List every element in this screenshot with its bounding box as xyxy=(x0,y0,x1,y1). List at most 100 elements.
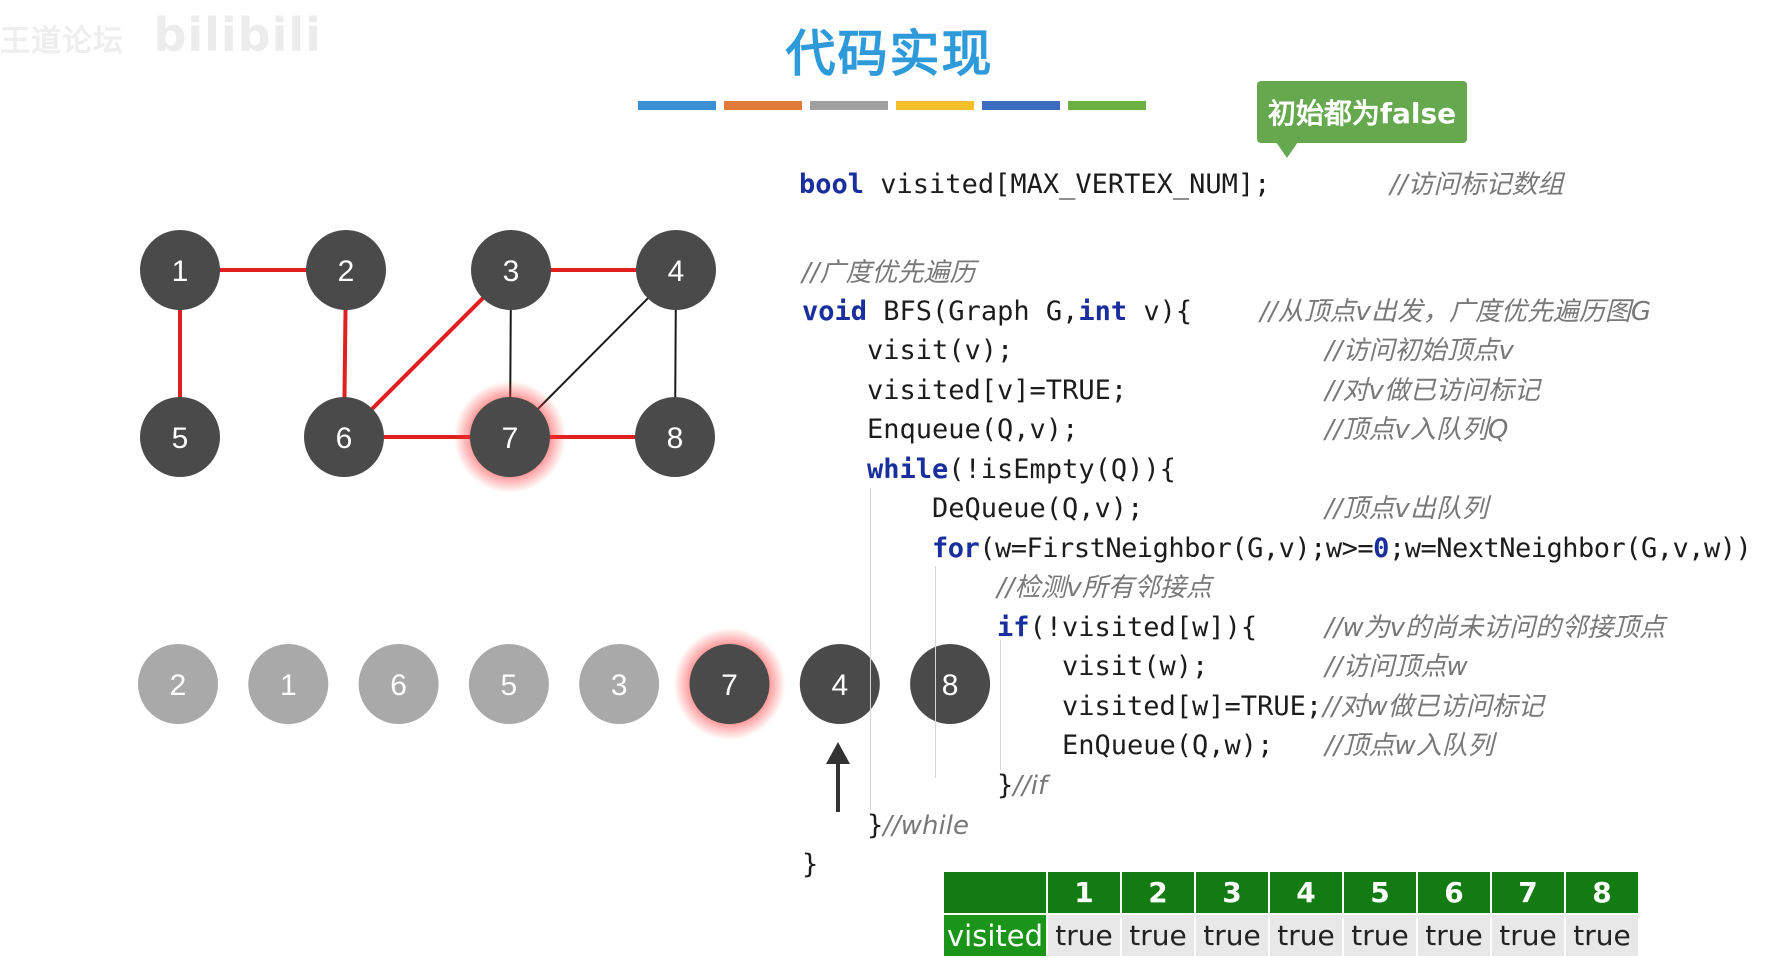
code-comment: //对w做已访问标记 xyxy=(1323,692,1544,722)
visited-index: 6 xyxy=(1416,870,1492,915)
code-line-for: for(w=FirstNeighbor(G,v);w>=0;w=NextNeig… xyxy=(932,531,1752,567)
queue-pointer-arrow-icon xyxy=(826,742,850,812)
node-circle xyxy=(910,644,991,724)
code-line: visit(v); xyxy=(867,335,1014,366)
queue-node: 4 xyxy=(799,644,880,724)
node-circle xyxy=(304,397,384,477)
graph-node: 2 xyxy=(306,230,386,310)
visited-value: true xyxy=(1194,913,1270,958)
visited-index: 5 xyxy=(1342,870,1418,915)
node-circle xyxy=(138,644,218,724)
code-text: (!visited[w]){ xyxy=(1029,612,1258,643)
node-label: 6 xyxy=(336,422,353,455)
code-line-signature: void BFS(Graph G,int v){ xyxy=(802,294,1192,330)
graph-node: 5 xyxy=(140,397,220,477)
code-line-if: if(!visited[w]){ xyxy=(997,610,1257,646)
code-comment: //对v做已访问标记 xyxy=(1325,376,1540,406)
node-circle xyxy=(470,397,550,477)
code-text: v){ xyxy=(1127,296,1193,327)
node-circle xyxy=(248,644,329,724)
visited-value: true xyxy=(1046,913,1122,958)
bilibili-logo-icon: bilibili xyxy=(153,8,322,62)
graph-node: 8 xyxy=(635,397,715,477)
graph-edges xyxy=(178,268,677,439)
node-label: 5 xyxy=(501,669,518,702)
node-label: 2 xyxy=(338,255,355,288)
visited-value: true xyxy=(1342,913,1418,958)
visited-value: true xyxy=(1416,913,1492,958)
code-line: EnQueue(Q,w); xyxy=(1062,730,1274,761)
visited-value: true xyxy=(1268,913,1344,958)
code-comment: //检测v所有邻接点 xyxy=(997,573,1212,603)
node-label: 3 xyxy=(611,669,628,702)
watermark: 王道论坛 bilibili xyxy=(0,8,322,68)
code-text: BFS(Graph G, xyxy=(867,296,1079,327)
node-label: 6 xyxy=(390,669,407,702)
code-comment: //访问标记数组 xyxy=(1390,170,1564,200)
watermark-text: 王道论坛 xyxy=(0,24,124,59)
queue-node: 6 xyxy=(358,644,439,724)
node-label: 7 xyxy=(502,422,519,455)
code-line-decl: bool visited[MAX_VERTEX_NUM]; xyxy=(799,167,1270,203)
node-label: 1 xyxy=(280,669,297,702)
node-label: 7 xyxy=(721,669,738,702)
code-keyword: for xyxy=(932,533,980,564)
graph-node: 3 xyxy=(471,230,551,310)
code-line: visit(w); xyxy=(1062,651,1209,682)
code-keyword: while xyxy=(867,454,949,485)
code-text: } xyxy=(867,810,884,841)
queue-node: 5 xyxy=(468,644,549,724)
code-comment: //while xyxy=(883,811,969,841)
node-label: 4 xyxy=(668,255,685,288)
queue-node: 3 xyxy=(579,644,660,724)
code-line-while: while(!isEmpty(Q)){ xyxy=(867,452,1176,488)
code-text: (w=FirstNeighbor(G,v);w>= xyxy=(979,533,1374,564)
node-circle xyxy=(636,230,716,310)
node-label: 8 xyxy=(667,422,684,455)
node-circle xyxy=(635,397,715,477)
code-line-endif: }//if xyxy=(997,768,1047,804)
color-bar-segment xyxy=(1068,101,1146,110)
visited-index: 1 xyxy=(1046,870,1122,915)
visited-index: 8 xyxy=(1564,870,1640,915)
node-circle xyxy=(689,644,770,724)
node-circle xyxy=(140,230,220,310)
visited-table-corner xyxy=(942,870,1048,915)
code-comment: //访问初始顶点v xyxy=(1325,336,1514,366)
code-text: } xyxy=(997,770,1014,801)
visited-index: 4 xyxy=(1268,870,1344,915)
visited-value: true xyxy=(1564,913,1640,958)
node-label: 8 xyxy=(942,669,959,702)
code-line: Enqueue(Q,v); xyxy=(867,414,1079,445)
visited-value: true xyxy=(1120,913,1196,958)
node-circle xyxy=(468,644,549,724)
code-comment: //从顶点v出发，广度优先遍历图G xyxy=(1260,297,1652,327)
code-line: } xyxy=(802,849,819,880)
node-circle xyxy=(140,397,220,477)
color-bar-segment xyxy=(896,101,974,110)
indent-guide xyxy=(935,566,936,778)
node-label: 5 xyxy=(172,422,189,455)
code-line: visited[w]=TRUE; xyxy=(1062,691,1323,722)
graph-node: 7 xyxy=(454,381,566,493)
queue-node: 8 xyxy=(910,644,991,724)
color-bar-segment xyxy=(724,101,802,110)
indent-guide xyxy=(870,488,871,810)
code-keyword: if xyxy=(997,612,1030,643)
code-comment: //w为v的尚未访问的邻接顶点 xyxy=(1325,613,1666,643)
graph-node: 4 xyxy=(636,230,716,310)
callout-tail xyxy=(1276,142,1298,158)
visited-index: 3 xyxy=(1194,870,1270,915)
visited-index: 7 xyxy=(1490,870,1566,915)
color-bar-segment xyxy=(982,101,1060,110)
node-label: 4 xyxy=(831,669,848,702)
node-circle xyxy=(306,230,386,310)
code-comment: //if xyxy=(1013,771,1048,801)
code-comment: //顶点w入队列 xyxy=(1325,731,1494,761)
code-keyword: int xyxy=(1078,296,1128,327)
graph-node: 6 xyxy=(304,397,384,477)
visited-table-header: 1 2 3 4 5 6 7 8 xyxy=(942,870,1640,915)
